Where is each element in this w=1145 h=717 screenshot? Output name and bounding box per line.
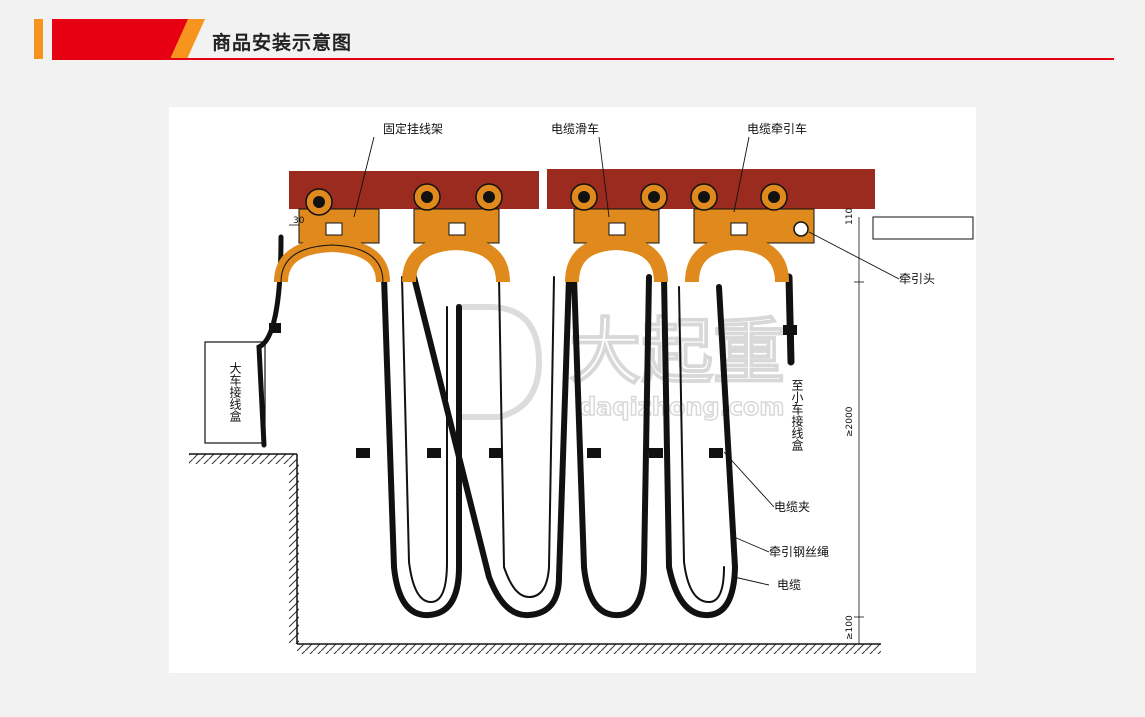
rope-loop-1 [401,276,448,604]
header-red-block [52,19,170,59]
label-to-small-box: 至小车接线盒 [790,379,804,451]
cable-clamp [269,323,281,333]
cable-clamp [709,448,723,458]
dim-2000: ≥2000 [845,406,855,437]
section-header: 商品安装示意图 [0,0,1145,62]
header-slash-decoration [150,19,205,59]
cable-clamp [489,448,503,458]
ground [189,453,881,654]
cable-loop-4 [661,274,739,619]
watermark: 大起重 daqizhong.com [456,304,786,422]
dimension-lines [289,217,864,645]
label-cable-trolley: 电缆滑车 [551,121,599,136]
dim-100-bottom: ≥100 [845,615,855,640]
label-tow-head: 牵引头 [899,272,935,286]
cable-to-small-box [785,273,795,366]
cable-loop-3 [571,274,652,619]
watermark-brand: 大起重 [569,310,785,394]
dim-110-top: 110 [845,208,855,225]
trolley-fixed [274,188,390,283]
page-title: 商品安装示意图 [212,32,353,54]
cable-clamp [356,448,370,458]
label-main-box: 大车接线盒 [228,362,242,422]
diagram-canvas: 大起重 daqizhong.com [189,121,974,654]
cable-loop-2 [411,274,572,619]
cable-clamp [783,325,797,335]
dim-30: 30 [293,216,305,226]
cable-clamp [427,448,441,458]
rope-loop-4 [678,286,725,604]
cable-clamps [269,323,797,458]
trolley-tow [685,183,815,283]
header-orange-bar [34,19,43,59]
rope-loop-2 [498,276,555,599]
label-cable: 电缆 [777,578,801,592]
trolley-1 [402,183,510,283]
cable-loop-1 [381,274,462,619]
label-wire-rope: 牵引钢丝绳 [769,545,829,559]
main-junction-box [204,341,266,444]
cable-clamp [587,448,601,458]
rail-end [872,216,974,240]
label-cable-clamp: 电缆夹 [774,500,810,514]
watermark-logo [456,304,543,420]
installation-diagram: 大起重 daqizhong.com [169,107,976,673]
cable-loops [256,234,795,619]
label-tow-trolley: 电缆牵引车 [747,121,807,136]
cable-clamp [649,448,663,458]
header-underline [52,58,1114,60]
trolley-2 [565,183,668,283]
label-fixed-bracket: 固定挂线架 [383,121,443,136]
leader-lines [353,136,900,586]
